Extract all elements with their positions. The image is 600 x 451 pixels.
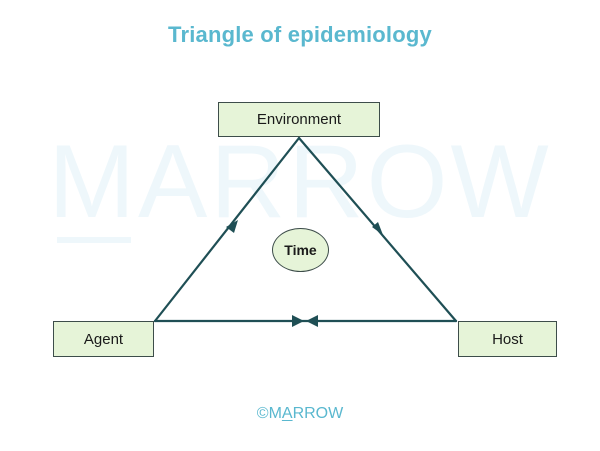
logo-underlined-letter: A [281,405,293,422]
host-node: Host [458,321,557,357]
logo-prefix: M [268,405,282,422]
marrow-logo: ©MARROW [0,405,600,423]
logo-suffix: RROW [292,405,344,422]
edge-environment-agent [153,136,301,323]
time-circle: Time [272,228,329,272]
environment-node: Environment [218,102,380,137]
arrow-environment-to-host [372,222,383,235]
diagram-title: Triangle of epidemiology [168,22,432,47]
arrow-host-to-agent [306,315,318,327]
copyright-symbol: © [256,405,269,422]
watermark-text: MARROW [48,124,552,240]
watermark-underline [57,237,131,243]
arrow-agent-to-environment [226,220,238,233]
agent-node: Agent [53,321,154,357]
arrow-agent-to-host [292,315,304,327]
